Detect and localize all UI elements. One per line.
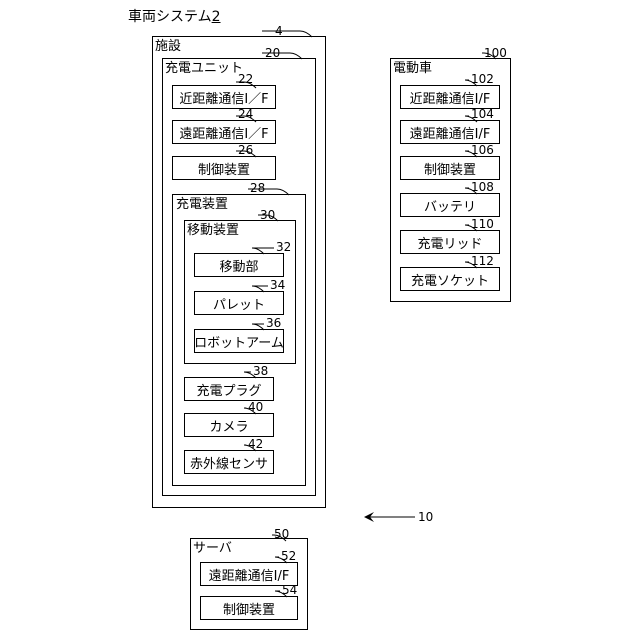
- robot-arm-box: ロボットアーム: [194, 329, 284, 353]
- ev-label: 電動車: [393, 62, 432, 75]
- ref-54: 54: [282, 584, 297, 596]
- ref-112: 112: [471, 255, 494, 267]
- camera-box: カメラ: [184, 413, 274, 437]
- moving-part-box: 移動部: [194, 253, 284, 277]
- server-label: サーバ: [193, 542, 232, 555]
- ref-108: 108: [471, 181, 494, 193]
- ref-26: 26: [238, 144, 253, 156]
- ev-controller-box: 制御装置: [400, 156, 500, 180]
- charging-socket-box: 充電ソケット: [400, 267, 500, 291]
- ref-110: 110: [471, 218, 494, 230]
- ref-38: 38: [253, 365, 268, 377]
- ref-52: 52: [281, 550, 296, 562]
- unit-long-comm-box: 遠距離通信I／F: [172, 120, 276, 144]
- ref-34: 34: [270, 279, 285, 291]
- ev-short-comm-box: 近距離通信I/F: [400, 85, 500, 109]
- ref-100: 100: [484, 47, 507, 59]
- ref-102: 102: [471, 73, 494, 85]
- ref-104: 104: [471, 108, 494, 120]
- ev-long-comm-box: 遠距離通信I/F: [400, 120, 500, 144]
- charging-unit-label: 充電ユニット: [165, 62, 243, 75]
- charging-device-label: 充電装置: [176, 198, 228, 211]
- arrow-10-head: [364, 512, 374, 522]
- ref-106: 106: [471, 144, 494, 156]
- charging-plug-box: 充電プラグ: [184, 377, 274, 401]
- ref-4: 4: [275, 25, 283, 37]
- ir-sensor-box: 赤外線センサ: [184, 450, 274, 474]
- unit-controller-box: 制御装置: [172, 156, 276, 180]
- ref-40: 40: [248, 401, 263, 413]
- ref-22: 22: [238, 73, 253, 85]
- ref-20: 20: [265, 47, 280, 59]
- unit-short-comm-box: 近距離通信I／F: [172, 85, 276, 109]
- battery-box: バッテリ: [400, 193, 500, 217]
- charging-lid-box: 充電リッド: [400, 230, 500, 254]
- ref-24: 24: [238, 108, 253, 120]
- ref-36: 36: [266, 317, 281, 329]
- facility-label: 施設: [155, 40, 181, 53]
- ref-28: 28: [250, 182, 265, 194]
- pallet-box: パレット: [194, 291, 284, 315]
- ref-30: 30: [260, 209, 275, 221]
- ref-10: 10: [418, 511, 433, 523]
- system-title: 車両システム2: [128, 10, 221, 24]
- moving-device-label: 移動装置: [187, 224, 239, 237]
- ref-50: 50: [274, 528, 289, 540]
- server-controller-box: 制御装置: [200, 596, 298, 620]
- ref-32: 32: [276, 241, 291, 253]
- ref-42: 42: [248, 438, 263, 450]
